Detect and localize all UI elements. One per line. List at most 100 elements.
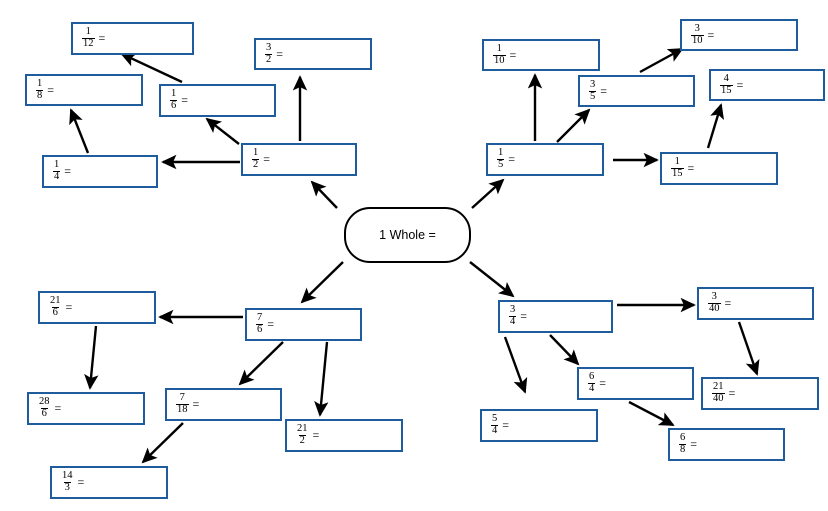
arrow-f3_5-to-f3_10 (639, 47, 684, 74)
equals-sign: = (502, 418, 510, 432)
fraction-denominator: 18 (176, 404, 189, 415)
fraction-numerator: 3 (510, 304, 516, 316)
arrow-f1_4-to-f1_8 (69, 108, 90, 154)
fraction-numerator: 3 (266, 41, 272, 53)
fraction-denominator: 10 (493, 54, 506, 66)
fraction-numerator: 1 (171, 88, 177, 100)
equals-sign: = (599, 376, 607, 390)
equals-sign: = (65, 300, 73, 314)
fraction-numerator: 28 (39, 396, 50, 408)
fraction-numerator: 1 (674, 156, 680, 168)
arrow-f7_6-to-f21_2 (314, 341, 329, 417)
fraction-numerator: 6 (589, 371, 595, 383)
fraction-denominator: 3 (63, 482, 71, 493)
arrow-center-to-f1_5 (471, 178, 505, 209)
equals-sign: = (600, 83, 608, 98)
arrow-f3_40-to-f21_40 (737, 321, 760, 376)
equals-sign: = (724, 296, 732, 310)
fraction-numerator: 1 (85, 26, 91, 38)
equals-sign: = (98, 31, 106, 45)
fraction-denominator: 5 (589, 90, 597, 102)
fraction-denominator: 4 (53, 171, 61, 182)
equals-sign: = (276, 46, 284, 61)
equals-sign: = (54, 401, 62, 415)
fraction-denominator: 8 (679, 444, 687, 455)
arrow-center-to-f7_6 (300, 261, 344, 304)
fraction-denominator: 10 (691, 34, 704, 46)
equals-sign: = (47, 82, 55, 97)
equals-sign: = (263, 152, 271, 166)
arrow-f7_18-to-f14_3 (141, 422, 184, 464)
fraction-denominator: 4 (509, 316, 517, 327)
equals-sign: = (728, 386, 736, 400)
fraction-denominator: 4 (588, 383, 596, 394)
equals-sign: = (181, 93, 189, 107)
fraction-denominator: 15 (720, 84, 733, 96)
equals-sign: = (509, 47, 517, 62)
arrow-f21_6-to-f28_6 (84, 325, 99, 390)
fraction-denominator: 40 (712, 393, 725, 404)
equals-sign: = (736, 77, 744, 92)
center-node-one-whole[interactable]: 1 Whole = (344, 207, 471, 263)
fraction-denominator: 8 (36, 89, 44, 101)
fraction-denominator: 2 (252, 159, 260, 170)
fraction-denominator: 6 (40, 408, 48, 419)
equals-sign: = (267, 317, 275, 331)
fraction-numerator: 7 (257, 312, 263, 324)
arrow-f3_4-to-f5_4 (503, 336, 528, 394)
arrow-f7_6-to-f7_18 (238, 341, 284, 386)
fraction-numerator: 14 (62, 470, 73, 482)
fraction-numerator: 6 (680, 432, 686, 444)
fraction-denominator: 5 (497, 159, 505, 170)
fraction-denominator: 40 (708, 303, 721, 314)
fraction-denominator: 2 (298, 435, 306, 446)
fraction-numerator: 5 (492, 413, 498, 425)
fraction-numerator: 21 (713, 381, 724, 393)
arrow-f1_2-to-f1_6 (205, 117, 240, 145)
equals-sign: = (687, 161, 695, 175)
equals-sign: = (312, 428, 320, 442)
fraction-denominator: 4 (491, 425, 499, 436)
fraction-numerator: 21 (297, 423, 308, 435)
